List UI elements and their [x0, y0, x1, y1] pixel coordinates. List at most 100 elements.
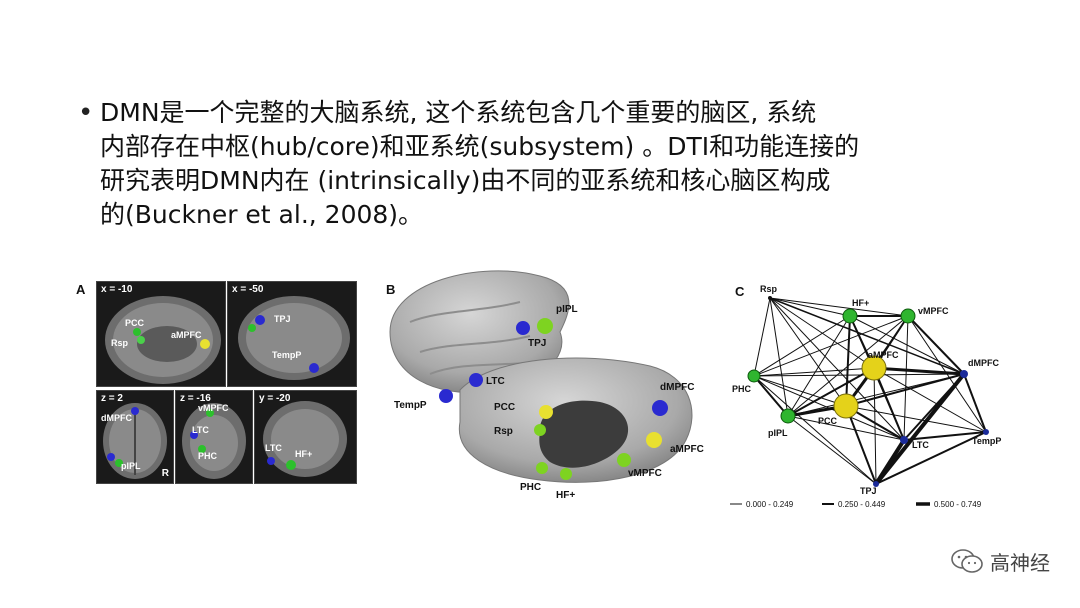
mri-slice-sagittal-lateral: TPJ TempP x = -50 — [227, 281, 357, 387]
node-phc — [747, 369, 761, 383]
mri-slice-coronal: LTC HF+ y = -20 — [254, 390, 357, 484]
bullet-line-2: 内部存在中枢(hub/core)和亚系统(subsystem) 。DTI和功能连… — [100, 132, 860, 161]
bullet-line-1: DMN是一个完整的大脑系统, 这个系统包含几个重要的脑区, 系统 — [100, 98, 817, 127]
label-ltc: LTC — [486, 376, 505, 387]
spot-tempp — [439, 389, 453, 403]
mri-label-phc: PHC — [198, 451, 218, 461]
node-label-pcc: PCC — [818, 416, 838, 426]
mri-coord: z = -16 — [180, 393, 211, 404]
mri-label-hf: HF+ — [295, 449, 312, 459]
spot-vmpfc — [617, 453, 631, 467]
node-hf — [842, 308, 858, 324]
node-label-phc: PHC — [732, 384, 752, 394]
mri-spot-pcc — [133, 328, 141, 336]
node-tempp — [983, 429, 989, 435]
node-label-pipl: pIPL — [768, 428, 788, 438]
bullet-line-3: 研究表明DMN内在 (intrinsically)由不同的亚系统和核心脑区构成 — [100, 166, 831, 195]
connectivity-graph: Rsp HF+ vMPFC aMPFC dMPFC PHC pIPL PCC L… — [730, 284, 1001, 509]
node-label-tpj: TPJ — [860, 486, 877, 496]
mri-axial-inferior-image: vMPFC LTC PHC — [182, 403, 246, 479]
spot-pcc — [539, 405, 553, 419]
watermark: 高神经 — [950, 546, 1050, 576]
node-pipl — [780, 408, 796, 424]
bullet-text: DMN是一个完整的大脑系统, 这个系统包含几个重要的脑区, 系统 内部存在中枢(… — [100, 96, 1000, 232]
node-label-ampfc: aMPFC — [868, 350, 899, 360]
mri-slice-sagittal-medial: PCC aMPFC Rsp x = -10 — [96, 281, 226, 387]
mri-label-ltc-coronal: LTC — [265, 443, 282, 453]
mri-label-ltc: LTC — [192, 425, 209, 435]
mri-label-tpj: TPJ — [274, 314, 291, 324]
node-dmpfc — [960, 370, 968, 378]
spot-rsp — [534, 424, 546, 436]
mri-spot-hf — [286, 460, 296, 470]
node-label-tempp: TempP — [972, 436, 1001, 446]
mri-label-dmpfc: dMPFC — [101, 413, 132, 423]
node-label-ltc: LTC — [912, 440, 929, 450]
mri-spot-tempp — [309, 363, 319, 373]
mri-sagittal-medial-image: PCC aMPFC Rsp — [105, 296, 221, 384]
mri-spot-rsp — [137, 336, 145, 344]
mri-spot-tpj-green — [248, 324, 256, 332]
panel-a-label: A — [76, 282, 86, 297]
panel-b-label: B — [386, 282, 396, 297]
mri-slice-axial-superior: dMPFC pIPL z = 2 R — [96, 390, 174, 484]
mri-spot-dmpfc — [131, 407, 139, 415]
mri-slice-axial-inferior: vMPFC LTC PHC z = -16 — [175, 390, 253, 484]
watermark-text: 高神经 — [990, 550, 1050, 575]
mri-spot-phc — [198, 445, 206, 453]
mri-label-rsp: Rsp — [111, 338, 129, 348]
label-hf: HF+ — [556, 490, 575, 501]
node-label-vmpfc: vMPFC — [918, 306, 949, 316]
node-vmpfc — [900, 308, 916, 324]
mri-spot-tpj — [255, 315, 265, 325]
mri-side-label: R — [161, 468, 169, 479]
label-tempp: TempP — [394, 400, 427, 411]
mri-label-ampfc: aMPFC — [171, 330, 202, 340]
node-label-dmpfc: dMPFC — [968, 358, 999, 368]
node-ltc — [900, 436, 908, 444]
spot-ampfc — [646, 432, 662, 448]
spot-pipl — [537, 318, 553, 334]
spot-ltc — [469, 373, 483, 387]
label-dmpfc: dMPFC — [660, 382, 694, 393]
spot-hf — [560, 468, 572, 480]
wechat-icon — [951, 549, 983, 573]
mri-coord: y = -20 — [259, 393, 291, 404]
edge-weight-legend: 0.000 - 0.249 0.250 - 0.449 0.500 - 0.74… — [730, 500, 982, 509]
mri-label-pipl: pIPL — [121, 461, 141, 471]
label-pcc: PCC — [494, 402, 515, 413]
legend-label-high: 0.500 - 0.749 — [934, 500, 982, 509]
legend-label-low: 0.000 - 0.249 — [746, 500, 794, 509]
legend-label-mid: 0.250 - 0.449 — [838, 500, 886, 509]
node-label-rsp: Rsp — [760, 284, 778, 294]
mri-sagittal-lateral-image: TPJ TempP — [238, 296, 350, 380]
mri-coronal-image: LTC HF+ — [263, 401, 347, 477]
mri-spot-ltc — [190, 431, 198, 439]
label-tpj: TPJ — [528, 338, 546, 349]
mri-spot-pipl-blue — [107, 453, 115, 461]
brain-surface-figure: pIPL TPJ LTC TempP PCC Rsp dMPFC aMPFC v… — [389, 270, 704, 501]
mri-coord: z = 2 — [101, 393, 123, 404]
mri-spot-vmpfc — [206, 409, 214, 417]
mri-spot-ampfc — [200, 339, 210, 349]
mri-label-pcc: PCC — [125, 318, 145, 328]
mri-coord: x = -10 — [101, 284, 133, 295]
mri-spot-ltc-coronal — [267, 457, 275, 465]
panel-c-label: C — [735, 284, 745, 299]
bullet-dot: • — [78, 98, 94, 128]
graph-edges — [753, 297, 987, 486]
node-ampfc — [861, 355, 887, 381]
label-ampfc: aMPFC — [670, 444, 704, 455]
node-rsp — [768, 296, 772, 300]
node-pcc — [833, 393, 859, 419]
node-label-hf: HF+ — [852, 298, 869, 308]
node-tpj — [873, 481, 879, 487]
spot-tpj — [516, 321, 530, 335]
label-pipl: pIPL — [556, 304, 578, 315]
mri-axial-superior-image: dMPFC pIPL — [101, 403, 167, 479]
corpus-callosum-region — [539, 400, 629, 468]
label-phc: PHC — [520, 482, 541, 493]
label-rsp: Rsp — [494, 426, 513, 437]
spot-dmpfc — [652, 400, 668, 416]
label-vmpfc: vMPFC — [628, 468, 662, 479]
